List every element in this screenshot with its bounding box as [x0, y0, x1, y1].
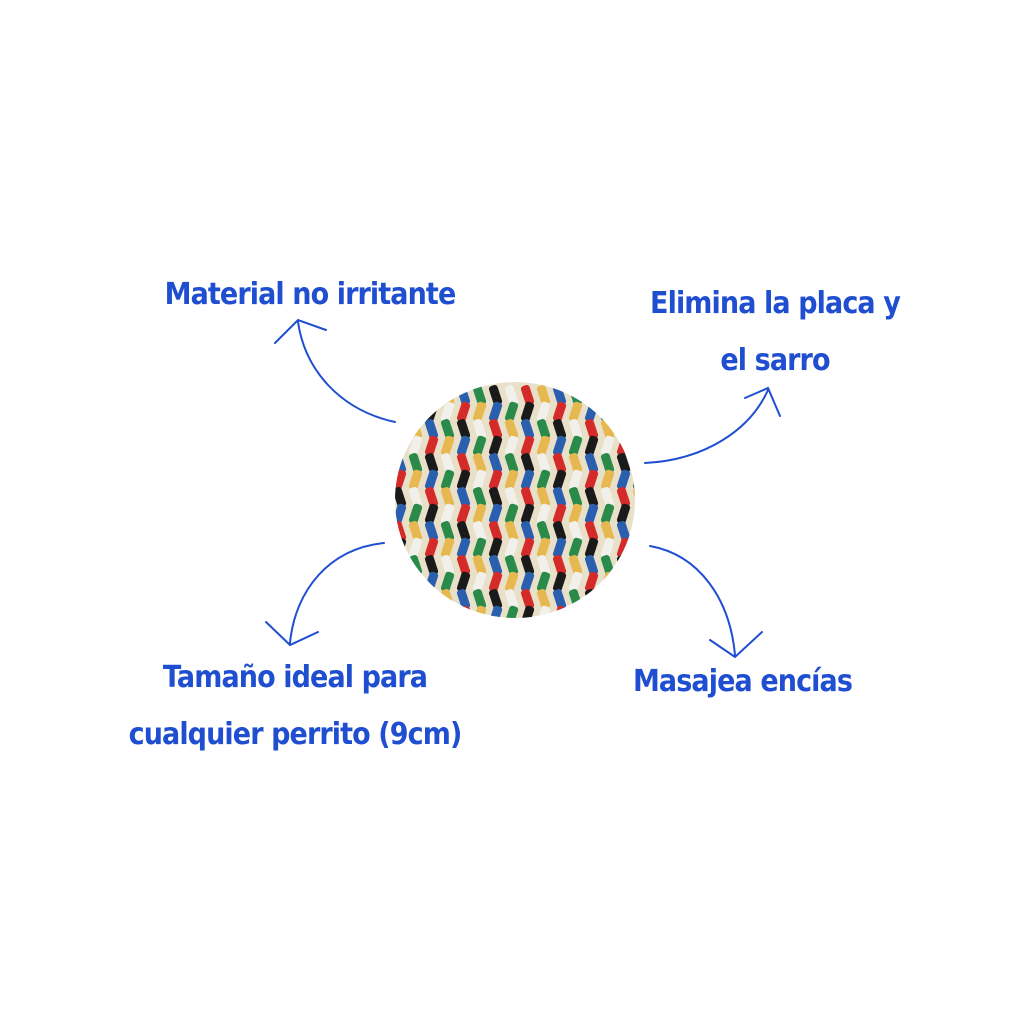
feature-ideal-size-line2: cualquier perrito (9cm): [128, 717, 463, 752]
arrow-top-right-icon: [644, 386, 781, 464]
feature-gum-massage: Masajea encías: [632, 664, 853, 699]
arrow-bottom-right-icon: [649, 545, 763, 659]
feature-removes-plaque-line1: Elimina la placa y: [650, 286, 901, 321]
feature-ideal-size-line1: Tamaño ideal para: [162, 660, 428, 695]
rope-ball-image: [395, 382, 635, 618]
feature-non-irritating-material: Material no irritante: [164, 277, 457, 312]
arrow-bottom-left-icon: [265, 542, 385, 647]
feature-removes-plaque-line2: el sarro: [720, 343, 830, 378]
arrow-top-left-icon: [274, 318, 396, 423]
